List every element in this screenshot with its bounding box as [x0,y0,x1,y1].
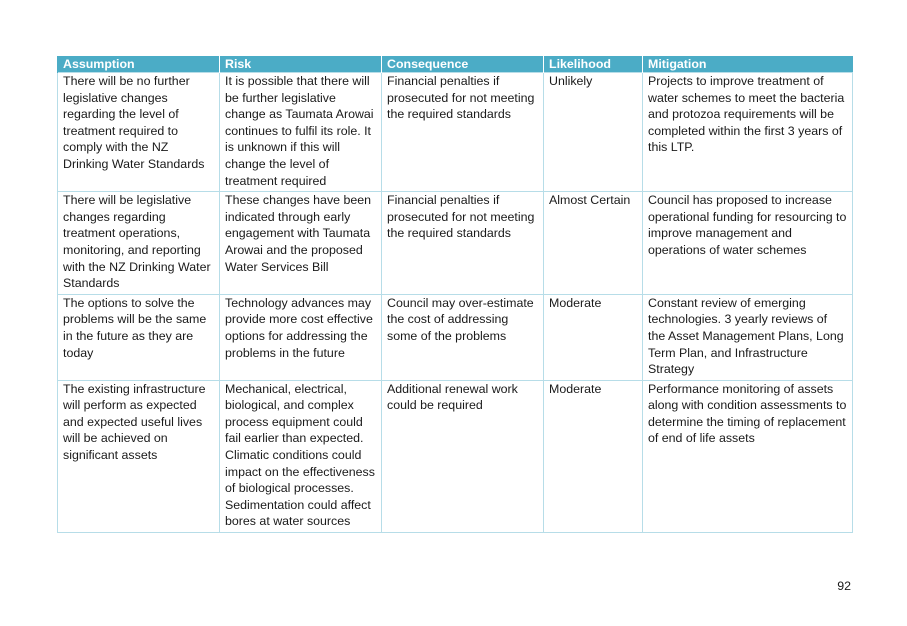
cell-assumption: The options to solve the problems will b… [57,293,220,381]
table-row: There will be legislative changes regard… [57,191,853,295]
table-row: There will be no further legislative cha… [57,71,853,193]
cell-likelihood: Moderate [543,379,643,534]
page-number: 92 [837,579,851,593]
table-row: The options to solve the problems will b… [57,293,853,381]
cell-mitigation: Council has proposed to increase operati… [642,191,853,295]
cell-assumption: There will be no further legislative cha… [57,71,220,193]
cell-mitigation: Constant review of emerging technologies… [642,293,853,381]
cell-assumption: The existing infrastructure will perform… [57,379,220,534]
table-row: The existing infrastructure will perform… [57,379,853,534]
header-assumption: Assumption [57,56,220,73]
cell-likelihood: Almost Certain [543,191,643,295]
cell-mitigation: Performance monitoring of assets along w… [642,379,853,534]
cell-risk: Mechanical, electrical, biological, and … [219,379,382,534]
cell-likelihood: Unlikely [543,71,643,193]
cell-consequence: Additional renewal work could be require… [381,379,544,534]
assumptions-risk-table: Assumption Risk Consequence Likelihood M… [57,56,853,534]
cell-consequence: Financial penalties if prosecuted for no… [381,191,544,295]
cell-mitigation: Projects to improve treatment of water s… [642,71,853,193]
cell-consequence: Financial penalties if prosecuted for no… [381,71,544,193]
cell-assumption: There will be legislative changes regard… [57,191,220,295]
cell-consequence: Council may over-estimate the cost of ad… [381,293,544,381]
cell-risk: Technology advances may provide more cos… [219,293,382,381]
header-risk: Risk [219,56,382,73]
header-mitigation: Mitigation [642,56,853,73]
header-consequence: Consequence [381,56,544,73]
header-likelihood: Likelihood [543,56,643,73]
cell-likelihood: Moderate [543,293,643,381]
cell-risk: These changes have been indicated throug… [219,191,382,295]
cell-risk: It is possible that there will be furthe… [219,71,382,193]
table-header-row: Assumption Risk Consequence Likelihood M… [57,56,853,73]
